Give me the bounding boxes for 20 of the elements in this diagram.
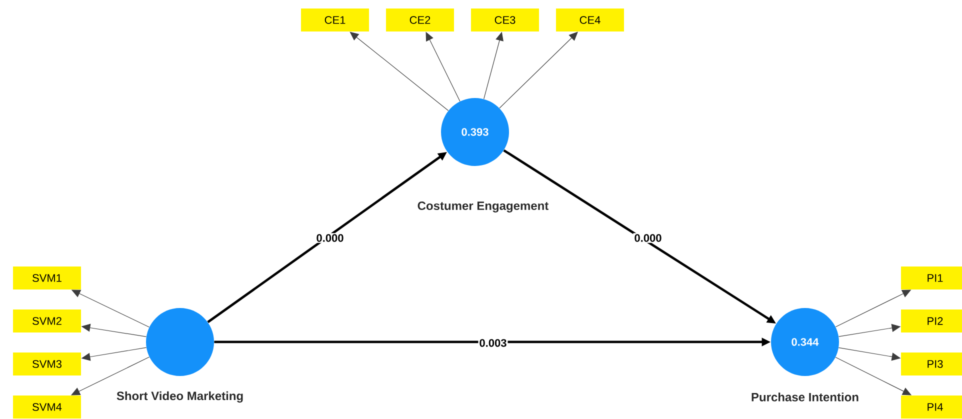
indicator-box: PI1 [901,266,962,290]
indicator-box: CE2 [386,8,454,32]
indicator-box: SVM4 [13,395,81,418]
indicator-box: CE3 [471,8,539,32]
construct-name: Costumer Engagement [418,202,548,212]
indicator-box: PI3 [901,352,962,376]
indicator-box: CE1 [301,8,369,32]
construct-name: Purchase Intention [752,392,858,402]
indicator-box: PI4 [901,395,962,418]
path-coefficient: 0.003 [478,338,508,348]
arrow [499,32,578,108]
path-coefficient: 0.000 [315,233,345,243]
path-coefficient: 0.000 [633,233,663,243]
indicator-box: SVM2 [13,309,81,332]
indicator-box: CE4 [556,8,624,32]
indicator-box: PI2 [901,309,962,332]
indicator-box: SVM1 [13,266,81,290]
arrow [350,32,449,111]
construct-name: Short Video Marketing [116,391,243,403]
indicator-box: SVM3 [13,352,81,376]
